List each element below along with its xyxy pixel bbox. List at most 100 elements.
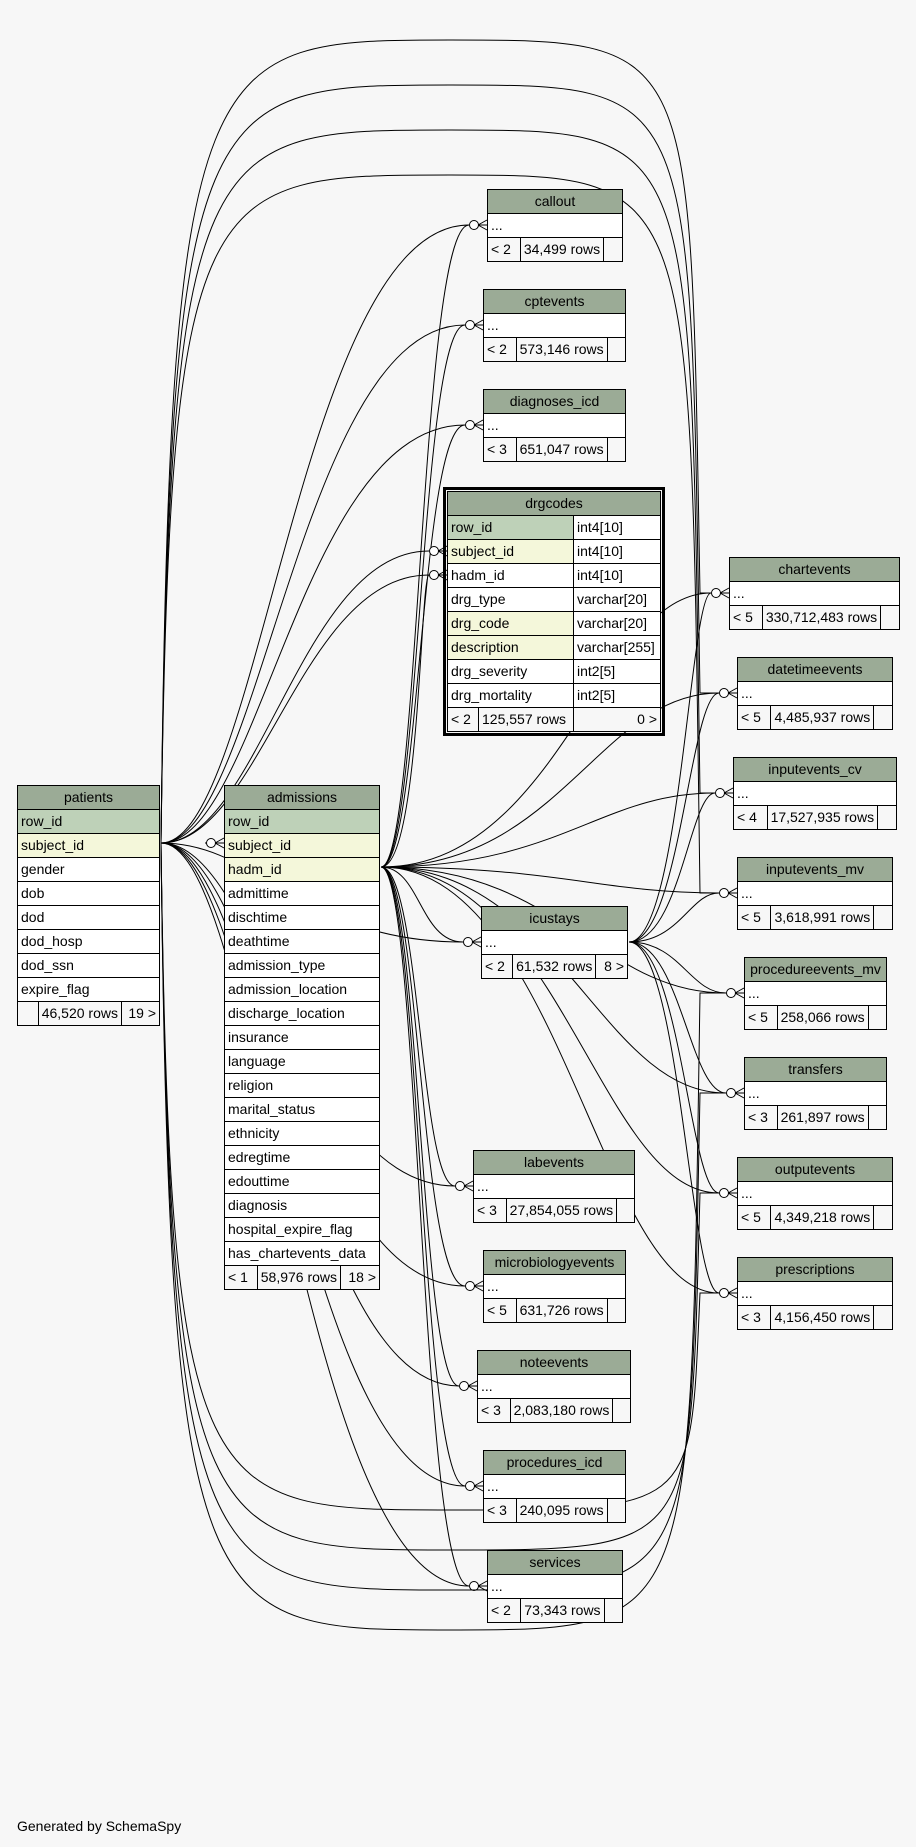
column-row[interactable]: expire_flag bbox=[17, 977, 160, 1002]
table-name[interactable]: procedureevents_mv bbox=[744, 957, 887, 982]
table-name[interactable]: diagnoses_icd bbox=[483, 389, 626, 414]
table-name[interactable]: outputevents bbox=[737, 1157, 893, 1182]
table-name[interactable]: chartevents bbox=[729, 557, 900, 582]
parent-count[interactable]: < 2 bbox=[487, 237, 521, 262]
column-row[interactable]: religion bbox=[224, 1073, 380, 1098]
column-row[interactable]: admission_location bbox=[224, 977, 380, 1002]
table-name[interactable]: prescriptions bbox=[737, 1257, 893, 1282]
column-row[interactable]: ethnicity bbox=[224, 1121, 380, 1146]
column-row[interactable]: subject_id bbox=[224, 833, 380, 858]
child-count[interactable]: 18 > bbox=[340, 1265, 380, 1290]
child-count[interactable]: 19 > bbox=[120, 1001, 161, 1026]
parent-count[interactable]: < 3 bbox=[744, 1105, 778, 1130]
child-count[interactable]: 0 > bbox=[573, 707, 661, 732]
table-name[interactable]: transfers bbox=[744, 1057, 887, 1082]
table-name[interactable]: procedures_icd bbox=[483, 1450, 626, 1475]
column-row[interactable]: row_id bbox=[224, 809, 380, 834]
parent-count[interactable]: < 2 bbox=[483, 337, 517, 362]
table-name[interactable]: inputevents_cv bbox=[733, 757, 897, 782]
column-row[interactable]: dod_ssn bbox=[17, 953, 160, 978]
parent-count[interactable]: < 5 bbox=[483, 1298, 517, 1323]
child-count[interactable] bbox=[873, 1305, 893, 1330]
child-count[interactable]: 8 > bbox=[595, 954, 628, 979]
parent-count[interactable]: < 3 bbox=[736, 1305, 772, 1330]
child-count[interactable] bbox=[873, 705, 893, 730]
column-row[interactable]: hospital_expire_flag bbox=[224, 1217, 380, 1242]
column-row[interactable]: subject_id bbox=[17, 833, 160, 858]
parent-count[interactable]: < 1 bbox=[224, 1265, 258, 1290]
column-row[interactable]: dod bbox=[17, 905, 160, 930]
table-name[interactable]: patients bbox=[17, 785, 160, 810]
child-count[interactable] bbox=[606, 1298, 627, 1323]
table-name[interactable]: inputevents_mv bbox=[737, 857, 893, 882]
child-count[interactable] bbox=[867, 1105, 888, 1130]
child-count[interactable] bbox=[873, 1205, 893, 1230]
child-count[interactable] bbox=[606, 1498, 627, 1523]
parent-count[interactable] bbox=[17, 1001, 39, 1026]
parent-count[interactable]: < 3 bbox=[483, 437, 517, 462]
table-name[interactable]: icustays bbox=[481, 906, 628, 931]
child-count[interactable] bbox=[603, 1598, 624, 1623]
column-row[interactable]: deathtime bbox=[224, 929, 380, 954]
parent-count[interactable]: < 2 bbox=[486, 1598, 522, 1623]
column-row[interactable]: dob bbox=[17, 881, 160, 906]
parent-count[interactable]: < 2 bbox=[480, 954, 514, 979]
table-name[interactable]: admissions bbox=[224, 785, 380, 810]
table-name[interactable]: cptevents bbox=[483, 289, 626, 314]
parent-count[interactable]: < 3 bbox=[483, 1498, 517, 1523]
column-row[interactable]: gender bbox=[17, 857, 160, 882]
column-row[interactable]: diagnosis bbox=[224, 1193, 380, 1218]
column-row[interactable]: row_id bbox=[17, 809, 160, 834]
column-row[interactable]: marital_status bbox=[224, 1097, 380, 1122]
parent-count[interactable]: < 5 bbox=[736, 705, 772, 730]
column-row[interactable]: admission_type bbox=[224, 953, 380, 978]
parent-count[interactable]: < 5 bbox=[729, 605, 763, 630]
table-name[interactable]: noteevents bbox=[477, 1350, 631, 1375]
child-count[interactable] bbox=[606, 437, 627, 462]
column-row[interactable]: has_chartevents_data bbox=[224, 1241, 380, 1266]
child-count[interactable] bbox=[877, 805, 897, 830]
parent-count[interactable]: < 4 bbox=[733, 805, 768, 830]
table-name[interactable]: datetimeevents bbox=[737, 657, 893, 682]
column-row[interactable]: edouttime bbox=[224, 1169, 380, 1194]
parent-count[interactable]: < 5 bbox=[736, 905, 772, 930]
column-row[interactable]: insurance bbox=[224, 1025, 380, 1050]
parent-count[interactable]: < 5 bbox=[744, 1005, 778, 1030]
parent-count[interactable]: < 5 bbox=[736, 1205, 772, 1230]
parent-count[interactable]: < 3 bbox=[473, 1198, 507, 1223]
child-count[interactable] bbox=[873, 905, 893, 930]
column-row[interactable]: dod_hosp bbox=[17, 929, 160, 954]
column-row[interactable]: dischtime bbox=[224, 905, 380, 930]
column-row[interactable]: discharge_location bbox=[224, 1001, 380, 1026]
table-name[interactable]: drgcodes bbox=[447, 491, 661, 516]
table-name[interactable]: microbiologyevents bbox=[483, 1250, 626, 1275]
column-row[interactable]: language bbox=[224, 1049, 380, 1074]
child-count[interactable] bbox=[880, 605, 900, 630]
column-row[interactable]: admittime bbox=[224, 881, 380, 906]
table-name[interactable]: services bbox=[487, 1550, 623, 1575]
parent-count[interactable]: < 2 bbox=[447, 707, 479, 732]
